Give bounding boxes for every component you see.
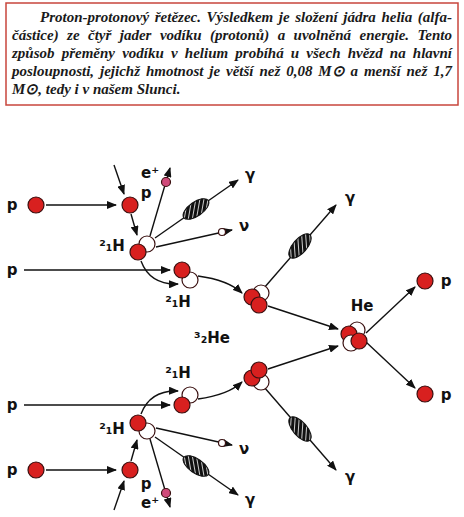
particle-label: γ (345, 470, 355, 485)
upper-chain (24, 165, 338, 329)
particle-label: He (351, 299, 374, 314)
particle-label: γ (345, 191, 355, 206)
particle-label: p (441, 274, 452, 289)
particle-label: ν (239, 442, 249, 457)
particle-label: p (141, 186, 152, 201)
particle-label: ²₁H (99, 422, 125, 437)
particle-label: p (7, 463, 18, 478)
proton-ball (417, 386, 433, 402)
proton-ball (351, 333, 367, 349)
lower-chain (24, 346, 338, 510)
particle-label: e⁺ (141, 166, 159, 181)
particle-label: ν (239, 219, 249, 234)
particle-label: γ (245, 493, 255, 508)
particle-label: p (7, 263, 18, 278)
proton-ball (417, 273, 433, 289)
particle-label: p (7, 398, 18, 413)
caption-frame (6, 3, 458, 105)
particle-label: ²₁H (165, 295, 191, 310)
particle-label: ³₂He (194, 331, 230, 346)
particle-label: p (141, 477, 152, 492)
particle-label: p (7, 198, 18, 213)
particle-label: ²₁H (165, 366, 191, 381)
proton-path (366, 342, 415, 388)
particle-label: γ (245, 168, 255, 183)
particle-label: ²₁H (99, 239, 125, 254)
particle-label: p (441, 388, 452, 403)
particle-label: e⁺ (141, 496, 159, 511)
caption-text: Proton-protonový řetězec. Výsledkem je s… (12, 8, 452, 98)
